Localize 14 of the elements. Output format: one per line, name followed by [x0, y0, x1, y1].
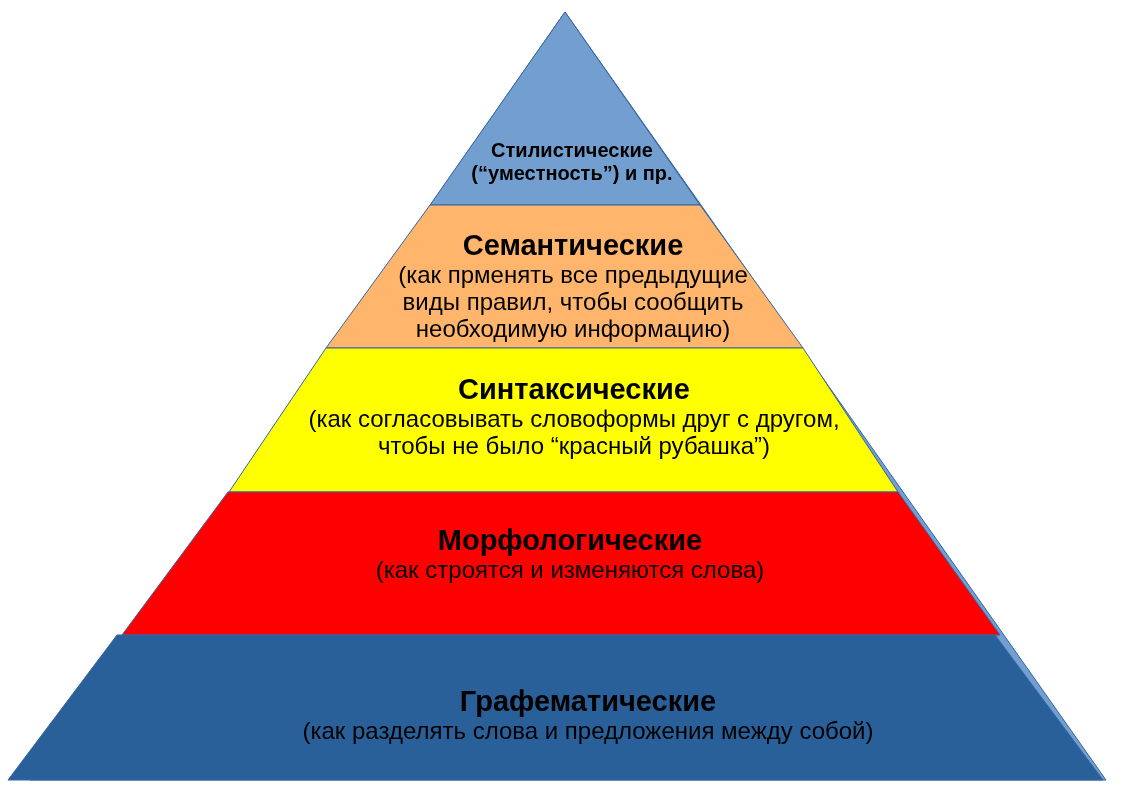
pyramid-tier [326, 205, 803, 348]
pyramid-tier [8, 635, 1103, 780]
pyramid-tier [229, 348, 898, 492]
pyramid-apex [430, 12, 700, 205]
tier-heading: Графематические [459, 685, 717, 717]
tier-heading: Синтаксические [458, 373, 690, 405]
tier-heading: Морфологические [437, 524, 703, 556]
tier-heading: Стилистические (“уместность”) и пр. [470, 139, 674, 185]
tier-description: (как строятся и изменяются слова) [375, 556, 765, 583]
tier-description: (как разделять слова и предложения между собой) [302, 717, 874, 744]
tier-heading: Семантические [462, 229, 684, 261]
pyramid-tier [122, 492, 1000, 635]
tier-description: (как прменять все предыдущие виды правил, чтобы сообщить необходимую информацию) [397, 261, 749, 342]
tier-description: (как согласовывать словоформы друг с другом, чтобы не было “красный рубашка”) [307, 405, 841, 459]
